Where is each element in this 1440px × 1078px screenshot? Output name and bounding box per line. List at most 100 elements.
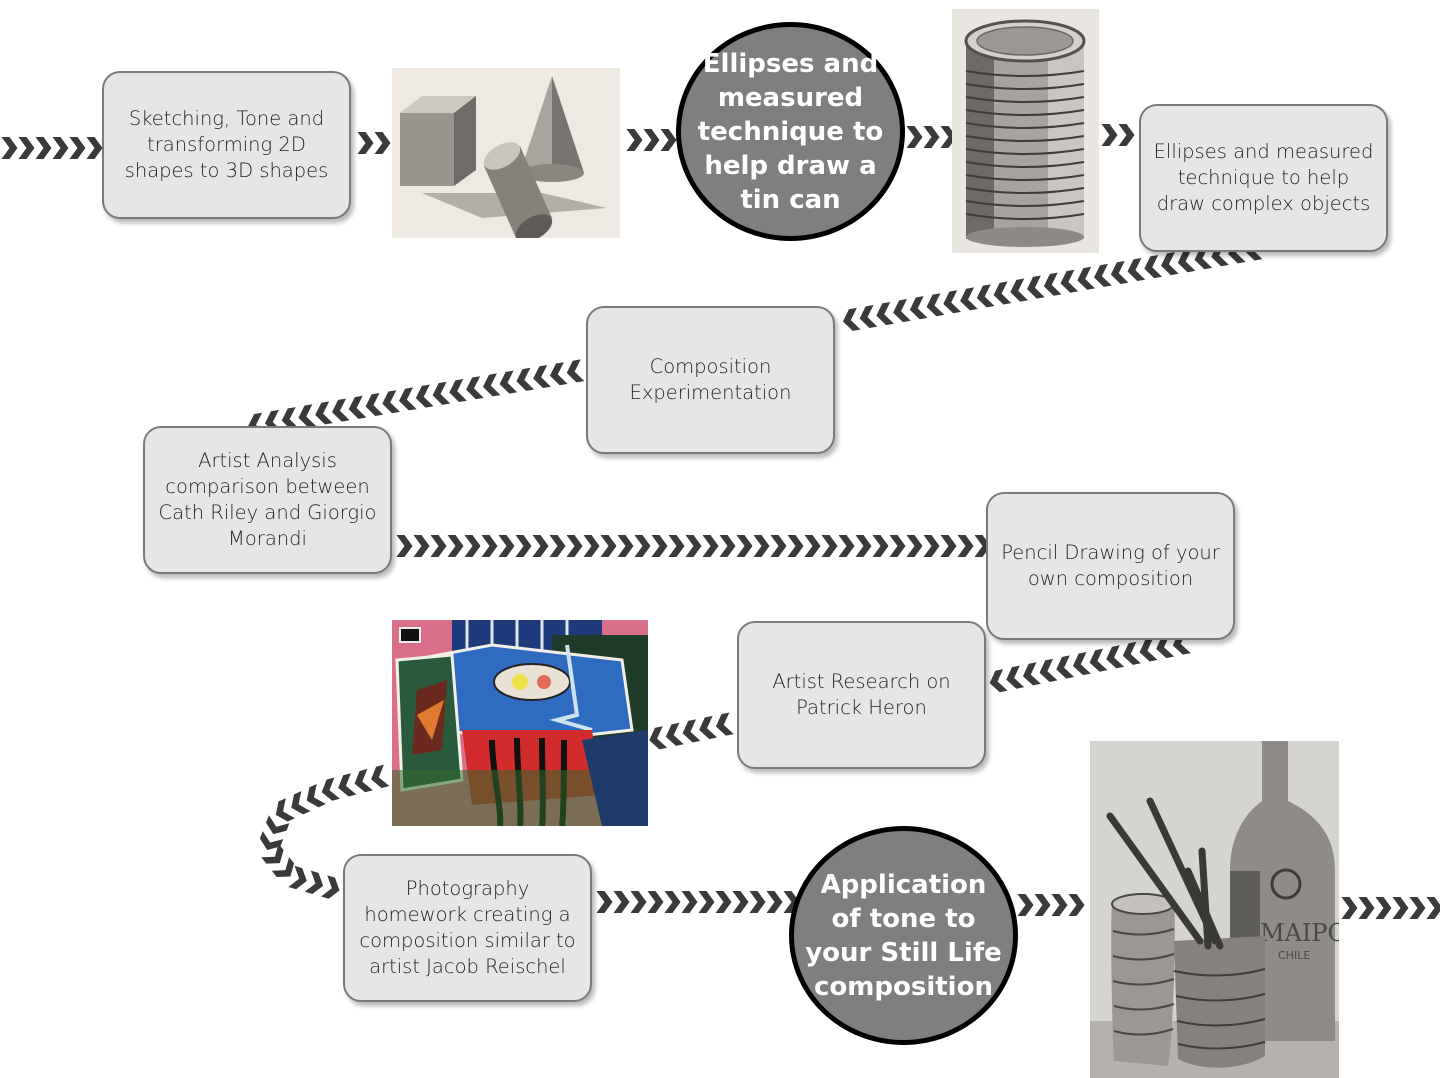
chevron-arrow-mark xyxy=(382,390,400,414)
chevron-arrow-mark xyxy=(1022,662,1041,686)
chevron-arrow-mark xyxy=(1034,894,1051,916)
chevron-arrow-mark xyxy=(271,857,295,877)
chevron-arrow-mark xyxy=(1118,124,1135,146)
chevron-arrow-mark xyxy=(315,401,333,425)
chevron-arrow-mark xyxy=(1358,897,1375,919)
chevron-arrow-mark xyxy=(626,129,643,151)
step-ellipses-complex: Ellipses and measured technique to help … xyxy=(1139,104,1388,252)
step-pencil-drawing: Pencil Drawing of your own composition xyxy=(986,492,1235,640)
chevron-arrow-mark xyxy=(665,722,684,746)
chevron-arrow-mark xyxy=(1051,894,1068,916)
chevron-arrow-mark xyxy=(516,367,535,391)
chevron-arrow-mark xyxy=(259,831,284,850)
chevron-arrow-mark xyxy=(549,535,566,557)
chevron-arrow-mark xyxy=(651,535,668,557)
chevron-arrow-mark xyxy=(1027,275,1045,299)
chevron-arrow-mark xyxy=(859,304,878,329)
chevron-arrow-mark xyxy=(261,843,284,864)
chevron-arrow-mark xyxy=(923,126,940,148)
chevron-arrow-mark xyxy=(613,891,630,913)
chevron-arrow-mark xyxy=(432,381,451,405)
chevron-arrow-mark xyxy=(702,535,719,557)
chevron-arrow-mark xyxy=(1194,246,1213,270)
chevron-arrow-mark xyxy=(1156,634,1175,659)
step-composition-experimentation: Composition Experimentation xyxy=(586,306,835,454)
chevron-arrow-mark xyxy=(876,302,894,326)
chevron-arrow-mark xyxy=(660,129,677,151)
chevron-arrow-mark xyxy=(399,387,417,411)
chevron-arrow-mark xyxy=(766,891,783,913)
chevron-arrow-mark xyxy=(957,535,974,557)
chevron-arrow-mark xyxy=(889,535,906,557)
step-artist-analysis-label: Artist Analysis comparison between Cath … xyxy=(158,449,377,550)
chevron-arrow-mark xyxy=(872,535,889,557)
chevron-arrow-mark xyxy=(699,715,718,740)
step-artist-analysis: Artist Analysis comparison between Cath … xyxy=(143,426,392,574)
chevron-arrow-mark xyxy=(338,773,357,797)
chevron-arrow-mark xyxy=(753,535,770,557)
chevron-arrow-mark xyxy=(288,865,307,890)
step-composition-experimentation-label: Composition Experimentation xyxy=(629,355,792,404)
chevron-arrow-mark xyxy=(52,137,69,159)
still-life-drawing-image: MAIPO CHILE xyxy=(1090,741,1339,1078)
chevron-arrow-mark xyxy=(298,404,317,428)
chevron-arrow-mark xyxy=(306,783,326,808)
chevron-arrow-mark xyxy=(909,296,928,320)
chevron-arrow-mark xyxy=(86,137,103,159)
chevron-arrow-mark xyxy=(499,370,518,394)
chevron-arrow-mark xyxy=(449,378,467,403)
chevron-arrow-mark xyxy=(1110,260,1129,285)
chevron-arrow-mark xyxy=(69,137,86,159)
chevron-arrow-mark xyxy=(842,307,861,331)
chevron-arrow-mark xyxy=(265,815,290,835)
chevron-arrow-mark xyxy=(291,791,311,815)
chevron-arrow-mark xyxy=(1,137,18,159)
chevron-arrow-mark xyxy=(643,129,660,151)
chevron-arrow-mark xyxy=(960,287,978,311)
tin-can-drawing-image xyxy=(952,9,1099,253)
chevron-arrow-mark xyxy=(396,535,413,557)
step-photography-homework-label: Photography homework creating a composit… xyxy=(359,877,576,978)
chevron-arrow-mark xyxy=(719,535,736,557)
chevron-arrow-mark xyxy=(365,392,384,417)
chevron-arrow-mark xyxy=(664,891,681,913)
chevron-arrow-mark xyxy=(770,535,787,557)
step-sketching-label: Sketching, Tone and transforming 2D shap… xyxy=(124,107,329,182)
chevron-arrow-mark xyxy=(838,535,855,557)
chevron-arrow-mark xyxy=(1409,897,1426,919)
chevron-arrow-mark xyxy=(1060,269,1079,293)
chevron-arrow-mark xyxy=(600,535,617,557)
chevron-arrow-mark xyxy=(415,384,434,408)
chevron-arrow-mark xyxy=(18,137,35,159)
chevron-arrow-mark xyxy=(943,290,961,314)
still-life-bottle-sublabel: CHILE xyxy=(1278,949,1310,962)
chevron-arrow-mark xyxy=(685,535,702,557)
chevron-arrow-mark xyxy=(681,891,698,913)
chevron-arrow-mark xyxy=(1043,272,1062,296)
chevron-arrow-mark xyxy=(1177,249,1196,273)
chevron-arrow-mark xyxy=(634,535,651,557)
chevron-arrow-mark xyxy=(617,535,634,557)
chevron-arrow-mark xyxy=(348,395,367,419)
step-application-of-tone: Application of tone to your Still Life c… xyxy=(789,826,1018,1045)
chevron-arrow-mark xyxy=(332,398,350,422)
chevron-arrow-mark xyxy=(354,768,373,793)
chevron-arrow-mark xyxy=(566,359,585,383)
chevron-arrow-mark xyxy=(304,870,324,895)
chevron-arrow-mark xyxy=(549,362,568,386)
chevron-arrow-mark xyxy=(682,719,701,743)
patrick-heron-painting-image xyxy=(392,620,648,826)
step-pencil-drawing-label: Pencil Drawing of your own composition xyxy=(1001,541,1220,590)
chevron-arrow-mark xyxy=(1139,638,1158,662)
chevron-arrow-mark xyxy=(976,284,995,308)
chevron-arrow-mark xyxy=(698,891,715,913)
chevron-arrow-mark xyxy=(1392,897,1409,919)
step-artist-research-label: Artist Research on Patrick Heron xyxy=(772,670,951,719)
chevron-arrow-mark xyxy=(413,535,430,557)
chevron-arrow-mark xyxy=(1426,897,1440,919)
step-photography-homework: Photography homework creating a composit… xyxy=(343,854,592,1002)
chevron-arrow-mark xyxy=(482,373,501,397)
chevron-arrow-mark xyxy=(630,891,647,913)
chevron-arrow-mark xyxy=(1006,665,1025,689)
step-ellipses-tin-can: Ellipses and measured technique to help … xyxy=(676,22,905,241)
